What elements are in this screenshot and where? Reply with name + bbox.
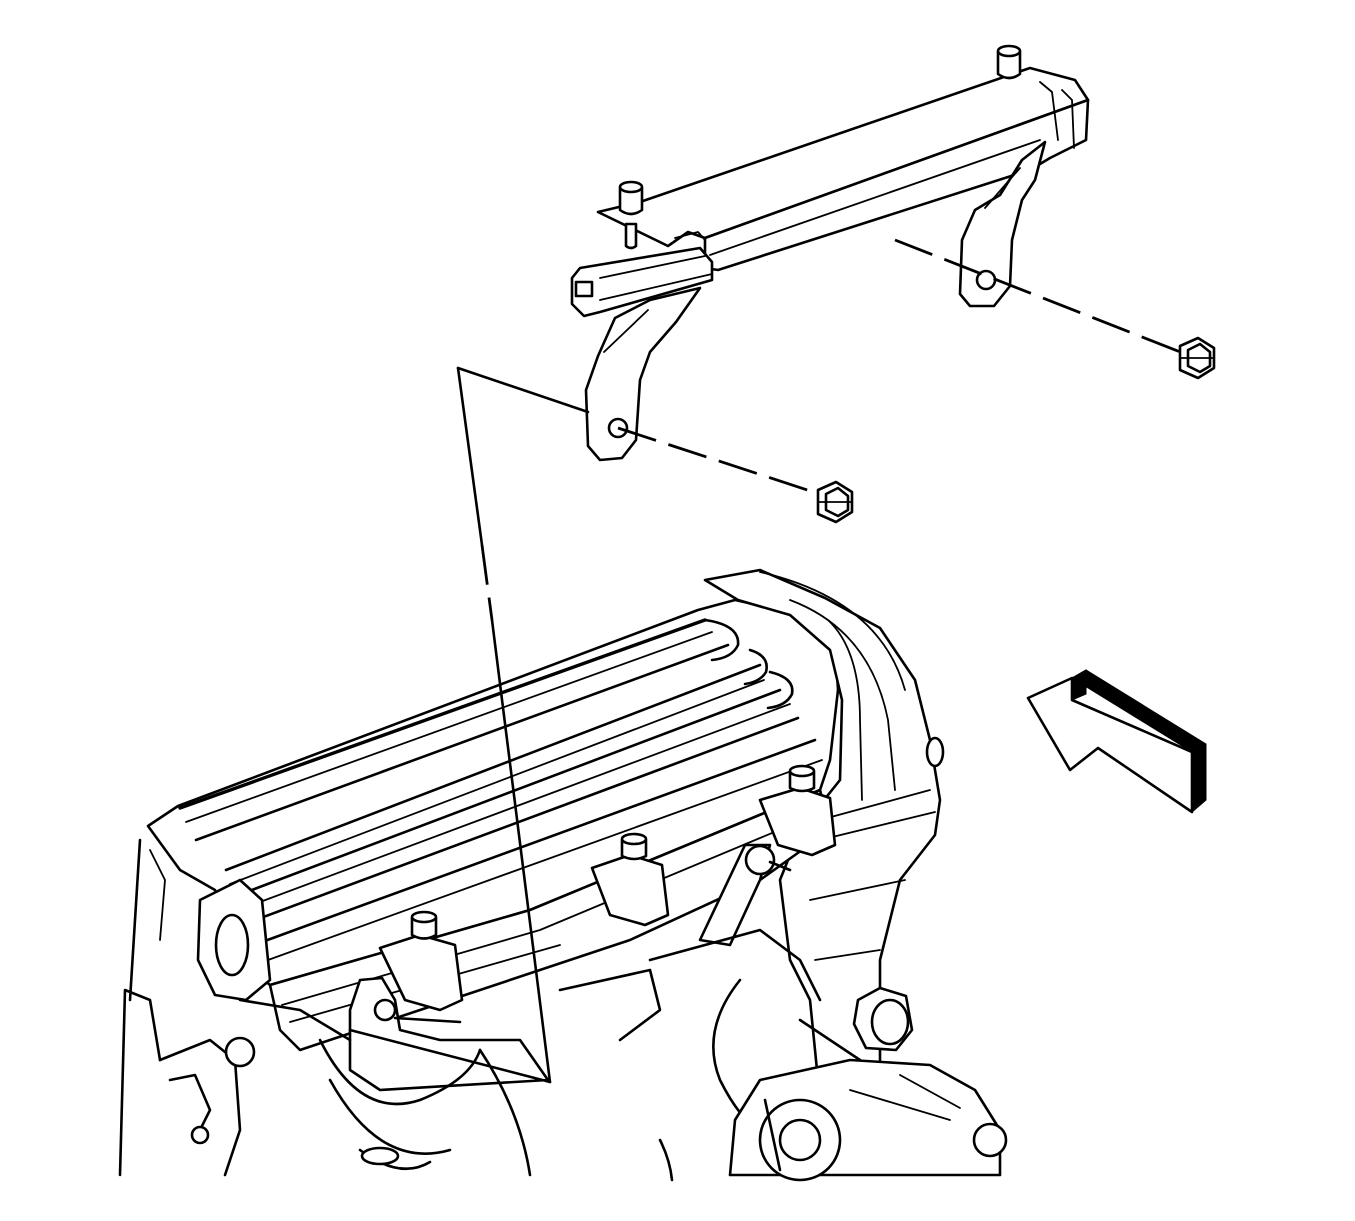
bracket-slot — [574, 280, 594, 298]
pulley-assembly — [728, 1058, 1008, 1182]
mount-tab — [348, 976, 550, 1092]
fastener-lines — [617, 238, 1189, 502]
bracket-left-leg — [584, 286, 702, 462]
view-direction-arrow: arrow-icon — [1026, 669, 1207, 814]
callout-triangle — [348, 366, 590, 1084]
bracket-stud-left — [618, 180, 644, 250]
nut-right: hex-nut-icon — [1178, 336, 1216, 380]
bracket-right-leg — [958, 140, 1047, 308]
coil-pack-1 — [378, 910, 464, 1012]
coil-pack-2 — [590, 832, 670, 927]
hex-plug: hex-plug-icon — [852, 986, 914, 1052]
engine-assembly: hex-plug-icon — [118, 568, 1008, 1182]
brace-bracket — [570, 44, 1090, 462]
bracket-stud-right — [996, 44, 1022, 80]
nut-left: hex-nut-icon — [816, 480, 854, 524]
coil-pack-3 — [758, 764, 837, 857]
